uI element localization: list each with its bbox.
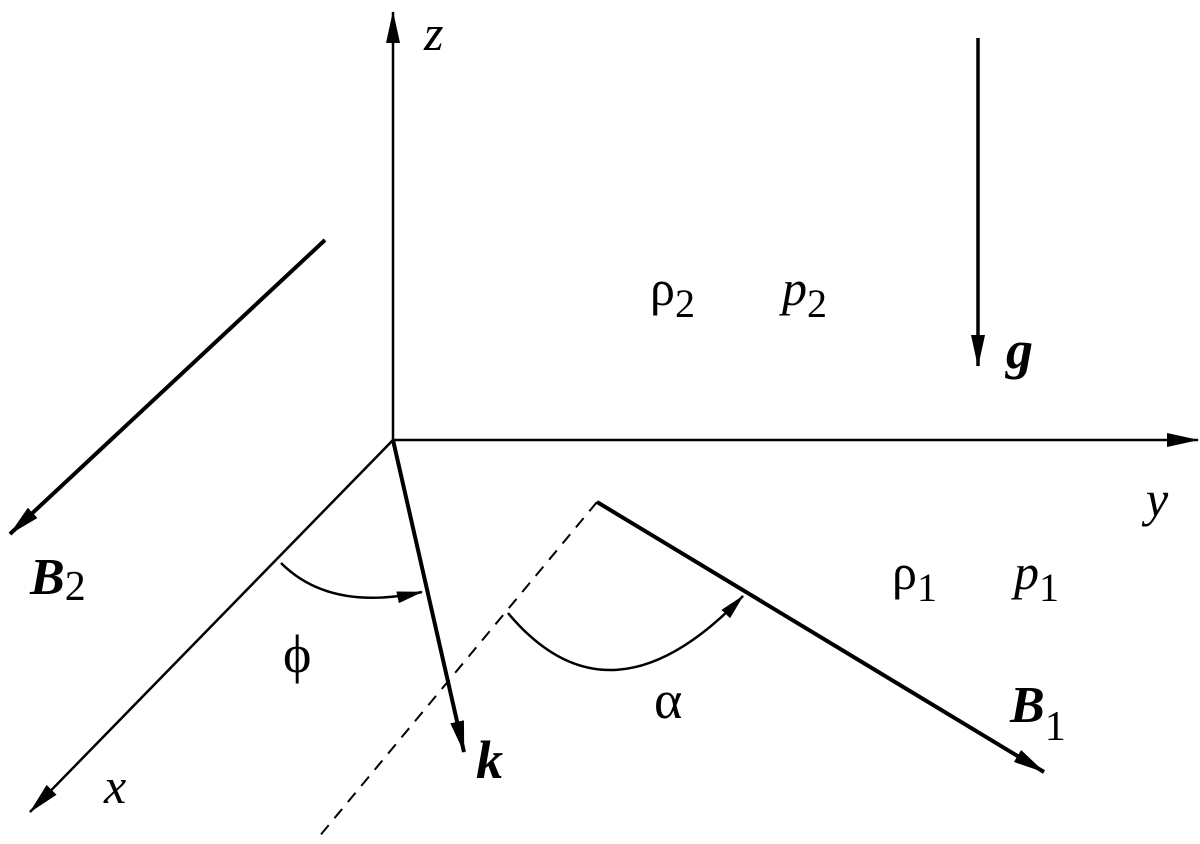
phi-label: ϕ: [283, 624, 311, 684]
phi-angle-arc: [280, 562, 423, 604]
rho-2-label: ρ2: [650, 260, 695, 326]
z-axis-label: z: [423, 5, 443, 61]
b1-symbol: B: [1009, 677, 1045, 734]
rho-1-label: ρ1: [892, 544, 937, 610]
p-1-subscript: 1: [1039, 565, 1059, 610]
x-axis-line: [29, 439, 394, 813]
alpha-label: α: [654, 670, 682, 730]
b1-subscript: 1: [1045, 704, 1066, 750]
k-label: k: [476, 730, 503, 790]
x-axis-label: x: [103, 758, 126, 814]
b1-label: B1: [1009, 677, 1066, 750]
rho-2-subscript: 2: [675, 281, 695, 326]
k-vector-arrow: [391, 439, 466, 753]
dashed-reference-line: [317, 501, 598, 839]
p-2-subscript: 2: [807, 281, 827, 326]
b1-vector-arrow: [595, 500, 1046, 774]
rho-1-subscript: 1: [917, 565, 937, 610]
p-2-symbol: p: [779, 260, 807, 316]
y-axis-label: y: [1141, 471, 1169, 527]
rho-1-symbol: ρ: [892, 544, 917, 600]
b2-label: B2: [29, 549, 86, 610]
g-label: g: [1005, 320, 1033, 380]
p-1-label: p1: [1011, 544, 1059, 610]
b2-subscript: 2: [65, 564, 86, 610]
b2-vector-arrow: [8, 238, 327, 536]
p-1-symbol: p: [1011, 544, 1039, 600]
rho-2-symbol: ρ: [650, 260, 675, 316]
b2-symbol: B: [29, 549, 65, 606]
alpha-angle-arc: [507, 595, 744, 672]
p-2-label: p2: [779, 260, 827, 326]
